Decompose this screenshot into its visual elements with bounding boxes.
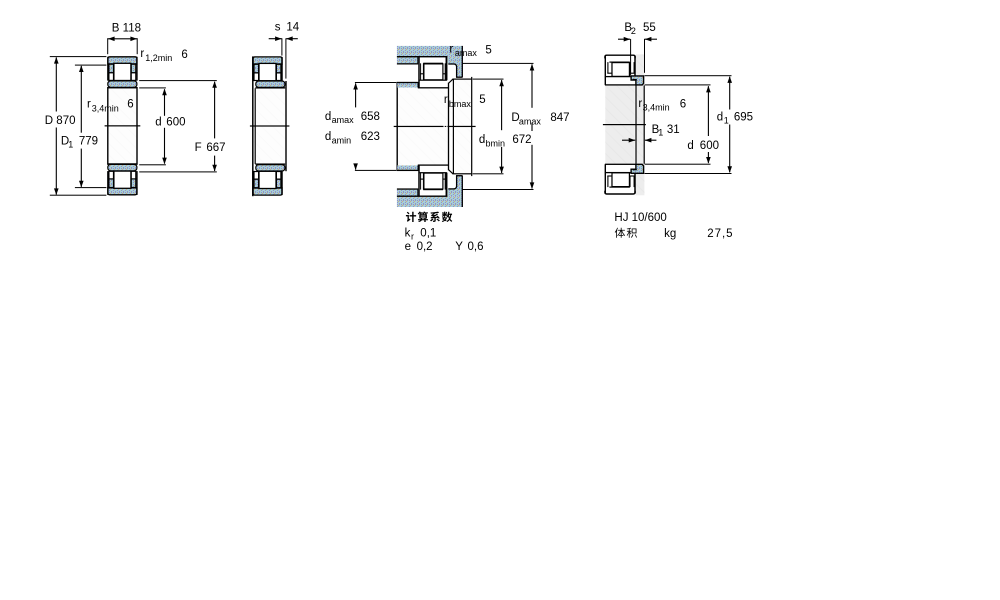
svg-text:667: 667: [206, 142, 225, 154]
svg-text:d: d: [479, 134, 485, 146]
svg-text:0,2: 0,2: [417, 241, 433, 253]
svg-text:3,4min: 3,4min: [643, 103, 670, 113]
svg-text:5: 5: [479, 94, 485, 106]
svg-text:0,1: 0,1: [420, 227, 436, 239]
svg-text:600: 600: [166, 117, 185, 129]
svg-text:d: d: [155, 117, 161, 129]
svg-text:d: d: [717, 112, 723, 124]
svg-text:HJ 10/600: HJ 10/600: [614, 212, 666, 224]
svg-text:1: 1: [68, 139, 73, 149]
svg-text:B 118: B 118: [112, 22, 141, 34]
svg-text:d: d: [325, 131, 331, 143]
svg-text:1: 1: [658, 128, 663, 138]
svg-text:3,4min: 3,4min: [92, 103, 119, 113]
svg-text:55: 55: [643, 22, 656, 34]
svg-text:6: 6: [680, 99, 686, 111]
svg-text:D: D: [511, 112, 519, 124]
svg-text:1,2min: 1,2min: [145, 53, 172, 63]
svg-text:r: r: [449, 44, 453, 56]
svg-text:847: 847: [550, 112, 569, 124]
svg-text:1: 1: [724, 115, 729, 125]
svg-text:31: 31: [667, 124, 680, 136]
svg-text:5: 5: [485, 45, 491, 57]
svg-text:2: 2: [631, 26, 636, 36]
svg-text:B: B: [652, 124, 660, 136]
svg-text:695: 695: [734, 112, 753, 124]
svg-text:600: 600: [700, 140, 719, 152]
svg-text:623: 623: [361, 131, 380, 143]
svg-text:779: 779: [79, 136, 98, 148]
svg-text:6: 6: [181, 49, 187, 61]
svg-text:r: r: [87, 99, 91, 111]
svg-text:r: r: [638, 98, 642, 110]
svg-text:6: 6: [127, 99, 133, 111]
svg-text:k: k: [405, 227, 411, 239]
svg-text:amax: amax: [455, 48, 478, 58]
svg-text:d: d: [325, 111, 331, 123]
svg-text:r: r: [411, 232, 414, 242]
svg-text:D 870: D 870: [45, 115, 76, 127]
svg-text:0,6: 0,6: [468, 241, 484, 253]
svg-text:672: 672: [512, 134, 531, 146]
svg-text:kg: kg: [664, 228, 676, 240]
svg-text:amax: amax: [332, 115, 355, 125]
svg-text:d: d: [687, 140, 693, 152]
svg-text:s: s: [275, 21, 281, 33]
svg-text:amax: amax: [519, 116, 542, 126]
svg-text:658: 658: [361, 111, 380, 123]
svg-text:B: B: [624, 22, 632, 34]
svg-text:amin: amin: [332, 135, 352, 145]
svg-text:D: D: [61, 136, 69, 148]
svg-text:Y: Y: [455, 241, 463, 253]
svg-text:e: e: [405, 241, 411, 253]
svg-text:r: r: [140, 48, 144, 60]
svg-text:r: r: [444, 94, 448, 106]
svg-text:bmax: bmax: [449, 99, 472, 109]
svg-text:14: 14: [286, 21, 299, 33]
svg-text:27,5: 27,5: [707, 228, 733, 240]
svg-text:F: F: [195, 142, 202, 154]
svg-text:bmin: bmin: [486, 139, 506, 149]
